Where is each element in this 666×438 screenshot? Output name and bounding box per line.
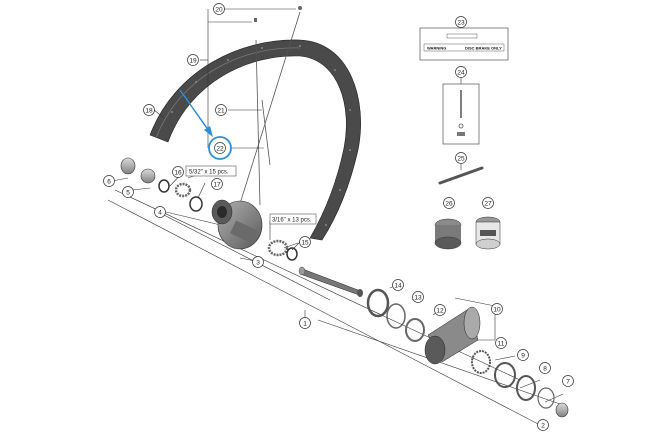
callout-number: 19 [189, 57, 197, 64]
callout-number: 1 [303, 320, 307, 327]
ring-13 [386, 303, 406, 329]
note-balls-small: 5/32" x 15 pcs. [185, 165, 237, 177]
washer-16 [158, 179, 170, 193]
callout-22: 22 [214, 142, 226, 154]
ball-bearings-large [267, 239, 289, 257]
warning-label-23: WARNING DISC BRAKE ONLY [419, 27, 509, 61]
highlight-arrow [179, 89, 213, 137]
lock-nut-6 [120, 157, 136, 175]
spoke-kit-box-24 [442, 83, 480, 145]
spoke-assembly [237, 11, 301, 211]
callout-16: 16 [172, 166, 184, 178]
callout-number: 21 [217, 107, 225, 114]
callout-6: 6 [103, 175, 115, 187]
callout-number: 14 [394, 282, 402, 289]
seal-15 [286, 247, 298, 261]
callout-number: 10 [493, 306, 501, 313]
callout-13: 13 [412, 291, 424, 303]
callout-number: 20 [215, 6, 223, 13]
callout-20: 20 [213, 3, 225, 15]
callout-2: 2 [537, 419, 549, 431]
dust-cap-17 [189, 196, 203, 212]
callout-number: 27 [484, 200, 492, 207]
ball-bearings-small [174, 182, 192, 198]
callout-number: 18 [145, 107, 153, 114]
callout-9: 9 [517, 349, 529, 361]
axle [298, 266, 363, 297]
callout-26: 26 [443, 197, 455, 209]
callout-number: 22 [216, 145, 224, 152]
callout-25: 25 [455, 152, 467, 164]
note-balls-large: 3/16" x 13 pcs. [269, 213, 317, 225]
svg-text:3/16" x 13 pcs.: 3/16" x 13 pcs. [272, 218, 312, 224]
ring-8 [516, 375, 536, 401]
ring-11 [471, 350, 491, 374]
ring-14 [366, 288, 390, 318]
callout-12: 12 [434, 304, 446, 316]
callout-17: 17 [211, 178, 223, 190]
callout-number: 13 [414, 294, 422, 301]
callout-number: 26 [445, 200, 453, 207]
callout-number: 8 [543, 365, 547, 372]
callout-8: 8 [539, 362, 551, 374]
callout-19: 19 [187, 54, 199, 66]
callout-number: 9 [521, 352, 525, 359]
callout-15: 15 [299, 236, 311, 248]
spoke-wrench-25 [438, 166, 484, 185]
callout-number: 5 [126, 189, 130, 196]
callout-number: 4 [158, 209, 162, 216]
warning-label-text: WARNING [427, 46, 446, 51]
ring-12 [405, 318, 425, 342]
ring-7 [537, 387, 555, 409]
ring-9 [494, 362, 516, 388]
hub-body [211, 199, 263, 250]
callout-number: 15 [301, 239, 309, 246]
grease-jar-27 [475, 216, 501, 250]
disc-brake-text: DISC BRAKE ONLY [465, 46, 502, 51]
callout-14: 14 [392, 279, 404, 291]
callout-number: 6 [107, 178, 111, 185]
callout-number: 17 [213, 181, 221, 188]
callout-3: 3 [252, 256, 264, 268]
callout-number: 2 [541, 422, 545, 429]
callout-7: 7 [562, 375, 574, 387]
callout-5: 5 [122, 186, 134, 198]
callout-24: 24 [455, 66, 467, 78]
callout-number: 25 [457, 155, 465, 162]
callout-number: 3 [256, 259, 260, 266]
svg-text:5/32" x 15 pcs.: 5/32" x 15 pcs. [189, 170, 229, 176]
freehub-body [424, 306, 481, 365]
end-cap-2 [555, 402, 569, 418]
bushing-26 [434, 218, 462, 250]
callout-number: 24 [457, 69, 465, 76]
callout-number: 23 [457, 19, 465, 26]
spoke-nipple-top [254, 6, 302, 22]
callout-4: 4 [154, 206, 166, 218]
callout-27: 27 [482, 197, 494, 209]
callout-1: 1 [299, 317, 311, 329]
callout-18: 18 [143, 104, 155, 116]
highlight-circle [208, 136, 232, 160]
callout-11: 11 [495, 337, 507, 349]
callout-number: 7 [566, 378, 570, 385]
cone-5 [140, 168, 156, 184]
callout-number: 12 [436, 307, 444, 314]
callout-21: 21 [215, 104, 227, 116]
rim [149, 39, 361, 241]
callout-number: 11 [498, 340, 505, 347]
callout-number: 16 [174, 169, 182, 176]
callout-10: 10 [491, 303, 503, 315]
callout-23: 23 [455, 16, 467, 28]
